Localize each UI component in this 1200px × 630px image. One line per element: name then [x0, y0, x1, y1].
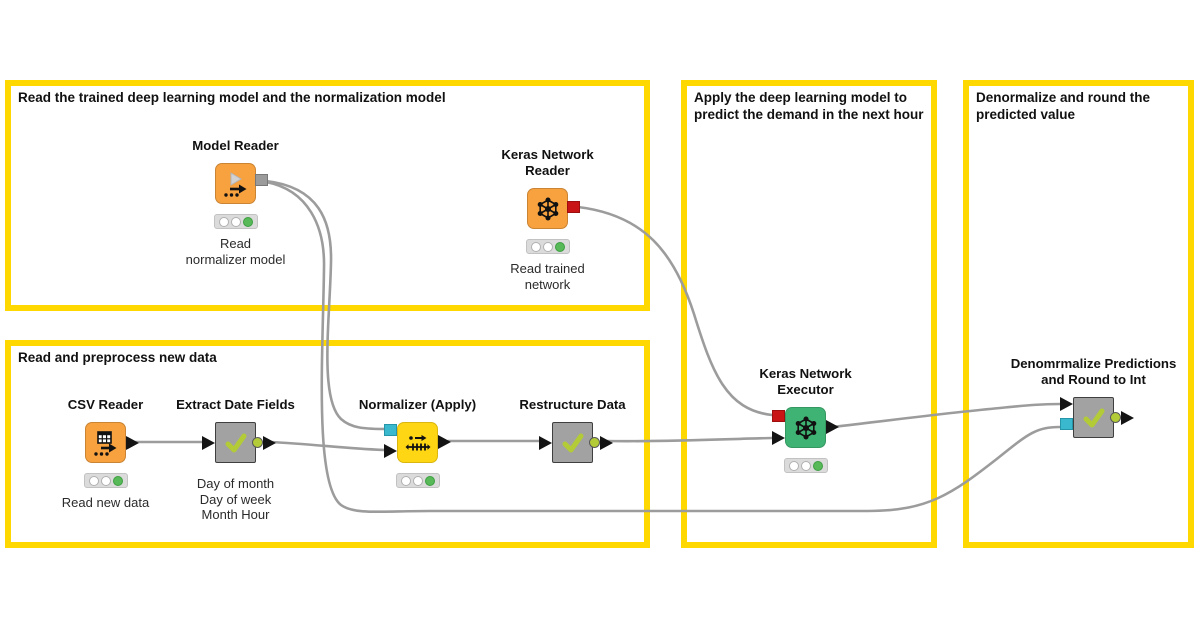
- input-port-network[interactable]: [772, 409, 785, 422]
- traffic-light: [783, 458, 828, 473]
- output-port-component[interactable]: [1110, 412, 1121, 423]
- node-comment: Read trained network: [510, 261, 585, 292]
- node-comment: Read new data: [61, 495, 150, 510]
- check-icon: [225, 433, 246, 452]
- traffic-light: [395, 473, 440, 488]
- node-csv-reader[interactable]: CSV Reader Read new data: [62, 397, 149, 510]
- traffic-lamp-red: [400, 475, 411, 486]
- node-restructure-data[interactable]: Restructure Data: [519, 397, 626, 463]
- input-port-data[interactable]: [202, 435, 215, 450]
- annotation-title: Read and preprocess new data: [18, 350, 217, 365]
- node-denormalize-predictions[interactable]: Denomrmalize Predictions and Round to In…: [1011, 356, 1176, 438]
- annotation-title: Apply the deep learning model to predict…: [694, 90, 924, 122]
- wire-restructure-executor: [603, 436, 774, 443]
- input-port-normalizer-model[interactable]: [384, 424, 397, 436]
- input-port-data[interactable]: [384, 444, 397, 458]
- node-label: Keras Network Reader: [501, 147, 594, 178]
- csv-reader-icon: [93, 430, 116, 456]
- traffic-light: [213, 214, 258, 229]
- node-label: CSV Reader: [67, 397, 144, 412]
- traffic-lamp-red: [88, 475, 99, 486]
- traffic-lamp-amber: [800, 460, 811, 471]
- input-port-data[interactable]: [1060, 397, 1073, 411]
- traffic-lamp-green: [812, 460, 823, 471]
- node-keras-network-reader[interactable]: Keras Network Reader Read trained netw: [501, 147, 593, 292]
- traffic-lamp-amber: [412, 475, 423, 486]
- traffic-lamp-green: [242, 216, 253, 227]
- input-port-normalizer-model[interactable]: [1060, 418, 1073, 430]
- traffic-lamp-green: [424, 475, 435, 486]
- node-label: Model Reader: [192, 138, 279, 153]
- traffic-lamp-red: [218, 216, 229, 227]
- traffic-lamp-amber: [542, 241, 553, 252]
- node-extract-date-fields[interactable]: Extract Date Fields Day of month Day of …: [176, 397, 295, 522]
- traffic-lamp-red: [788, 460, 799, 471]
- output-port-data[interactable]: [438, 434, 451, 449]
- wire-kerasreader-executor: [576, 205, 774, 417]
- traffic-lamp-red: [530, 241, 541, 252]
- output-port-component[interactable]: [252, 437, 263, 448]
- output-port-component[interactable]: [589, 437, 600, 448]
- node-label: Restructure Data: [519, 397, 626, 412]
- wire-modelreader-normalizer: [264, 179, 387, 431]
- output-port-data[interactable]: [263, 435, 276, 450]
- output-port-data[interactable]: [126, 435, 139, 450]
- node-comment: Read normalizer model: [185, 236, 286, 267]
- traffic-lamp-green: [554, 241, 565, 252]
- node-keras-network-executor[interactable]: Keras Network Executor: [759, 366, 852, 473]
- traffic-lamp-amber: [230, 216, 241, 227]
- network-icon: [795, 416, 816, 439]
- model-reader-icon: [223, 171, 246, 197]
- traffic-light: [525, 239, 570, 254]
- traffic-light: [83, 473, 128, 488]
- annotation-title: Denormalize and round the predicted valu…: [976, 90, 1151, 122]
- node-label: Normalizer (Apply): [358, 397, 477, 412]
- node-model-reader[interactable]: Model Reader Read normalizer model: [186, 138, 286, 267]
- node-comment: Day of month Day of week Month Hour: [196, 476, 275, 522]
- node-label: Denomrmalize Predictions and Round to In…: [1010, 356, 1177, 387]
- annotation-denormalize: Denormalize and round the predicted valu…: [963, 80, 1194, 548]
- node-normalizer-apply[interactable]: Normalizer (Apply): [359, 397, 476, 488]
- wire-executor-denormalize: [831, 402, 1062, 429]
- node-label: Extract Date Fields: [176, 397, 295, 412]
- normalizer-icon: [405, 434, 430, 450]
- wire-modelreader-denormalize: [264, 180, 1062, 514]
- output-port-data[interactable]: [826, 420, 839, 434]
- input-port-data[interactable]: [772, 431, 785, 445]
- check-icon: [562, 433, 583, 452]
- wire-extract-normalizer: [268, 440, 387, 452]
- output-port-data[interactable]: [1121, 410, 1134, 425]
- output-port-network[interactable]: [567, 201, 580, 213]
- traffic-lamp-green: [112, 475, 123, 486]
- network-icon: [537, 197, 558, 220]
- check-icon: [1083, 408, 1104, 427]
- output-port-model[interactable]: [255, 174, 268, 186]
- traffic-lamp-amber: [100, 475, 111, 486]
- node-label: Keras Network Executor: [759, 366, 852, 397]
- input-port-data[interactable]: [539, 435, 552, 450]
- output-port-data[interactable]: [600, 435, 613, 450]
- annotation-title: Read the trained deep learning model and…: [18, 90, 446, 105]
